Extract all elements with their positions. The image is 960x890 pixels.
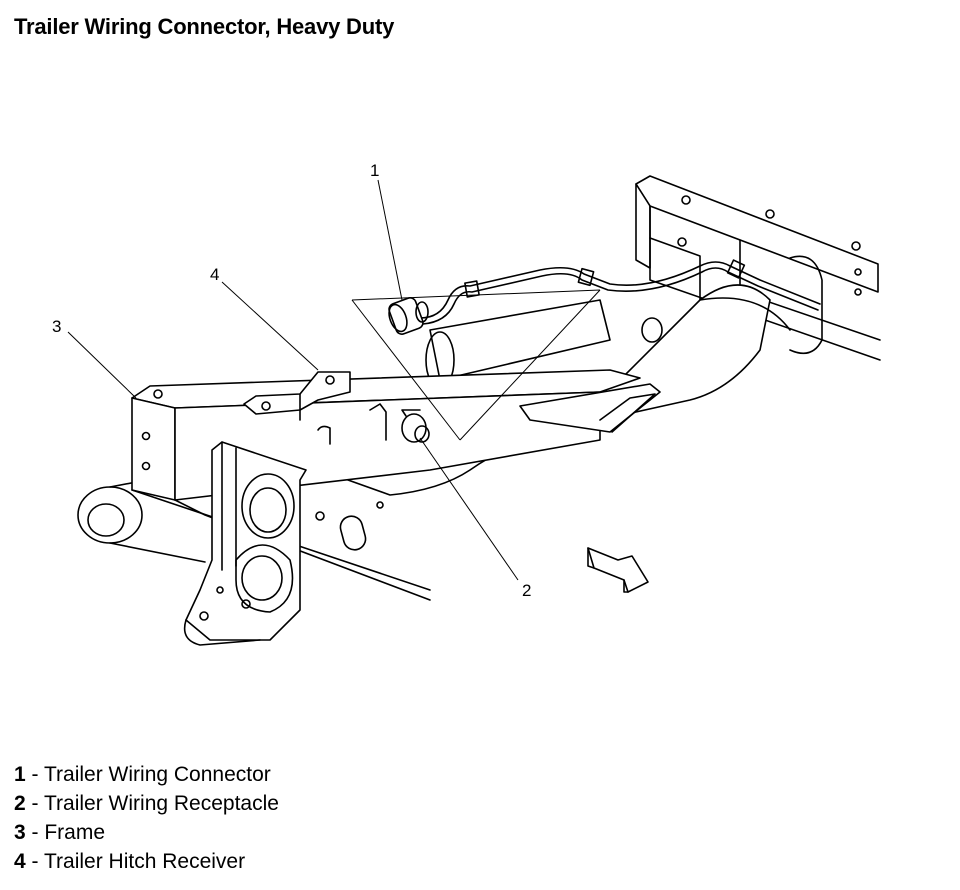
hitch-receiver-plate: [183, 441, 307, 646]
legend-item: 4 - Trailer Hitch Receiver: [14, 847, 279, 876]
legend-number: 1: [14, 763, 26, 786]
legend-item: 2 - Trailer Wiring Receptacle: [14, 789, 279, 818]
callout-2: 2: [522, 581, 531, 600]
legend-text: Trailer Hitch Receiver: [43, 850, 246, 873]
legend-separator: -: [25, 763, 44, 786]
wiring-harness: [388, 259, 821, 335]
trailer-hitch-illustration: 1 4 3 2: [52, 161, 881, 646]
legend-number: 4: [14, 850, 26, 873]
view-detail-lines: [351, 289, 601, 441]
far-frame-rail: [635, 175, 881, 361]
legend-separator: -: [25, 821, 45, 844]
legend-text: Trailer Wiring Receptacle: [43, 792, 279, 815]
legend-number: 2: [14, 792, 26, 815]
legend-item: 3 - Frame: [14, 818, 279, 847]
legend-number: 3: [14, 821, 26, 844]
callout-4: 4: [210, 265, 219, 284]
legend: 1 - Trailer Wiring Connector 2 - Trailer…: [14, 760, 279, 876]
legend-text: Frame: [44, 821, 106, 844]
legend-text: Trailer Wiring Connector: [43, 763, 271, 786]
callout-1: 1: [370, 161, 379, 180]
legend-separator: -: [25, 850, 44, 873]
hitch-bracket: [243, 371, 387, 445]
forward-arrow-icon: [587, 547, 649, 593]
callout-3: 3: [52, 317, 61, 336]
diagram-title: Trailer Wiring Connector, Heavy Duty: [14, 14, 395, 39]
leader-lines: [67, 179, 519, 581]
legend-separator: -: [25, 792, 44, 815]
legend-item: 1 - Trailer Wiring Connector: [14, 760, 279, 789]
trailer-wiring-receptacle: [401, 409, 430, 443]
